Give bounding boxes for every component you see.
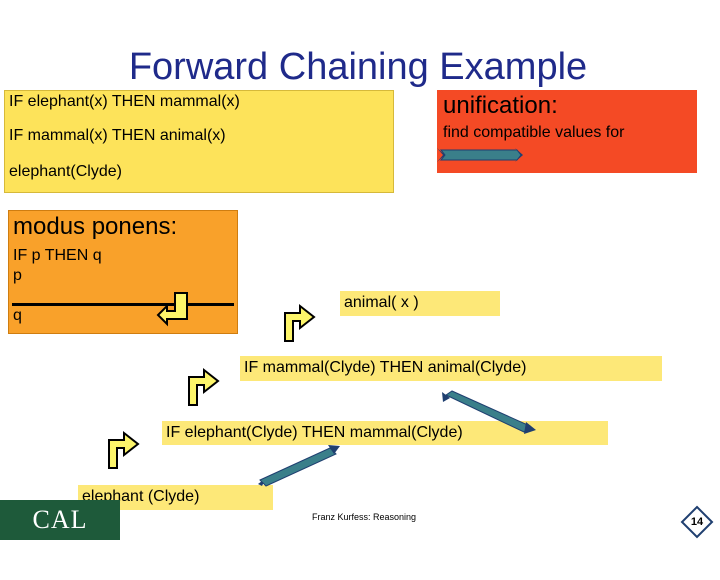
page-number: 14 bbox=[690, 516, 704, 528]
modus-ponens-premise: IF p THEN q bbox=[13, 247, 102, 264]
rules-box: IF elephant(x) THEN mammal(x) IF mammal(… bbox=[4, 90, 394, 193]
bent-arrow-icon bbox=[284, 303, 316, 342]
modus-ponens-rule-line bbox=[12, 303, 234, 306]
modus-ponens-conclusion: q bbox=[13, 307, 22, 324]
modus-ponens-fact: p bbox=[13, 267, 22, 284]
slide-title: Forward Chaining Example bbox=[128, 46, 588, 88]
modus-ponens-title: modus ponens: bbox=[13, 213, 178, 240]
unification-box: unification: find compatible values for bbox=[437, 90, 697, 173]
page-number-badge: 14 bbox=[680, 505, 714, 539]
unification-link-icon bbox=[442, 390, 536, 434]
modus-ponens-box: modus ponens: IF p THEN q p q bbox=[8, 210, 238, 334]
page-badge-icon bbox=[680, 505, 714, 539]
cal-poly-logo: CAL POLY bbox=[0, 500, 120, 574]
step-fact-elephant-clyde: elephant (Clyde) bbox=[78, 485, 273, 510]
step-rule-elephant-clyde: IF elephant(Clyde) THEN mammal(Clyde) bbox=[162, 421, 608, 445]
unification-text: find compatible values for bbox=[443, 124, 625, 141]
footer-text: Franz Kurfess: Reasoning bbox=[312, 512, 417, 522]
step-animal-x: animal( x ) bbox=[340, 291, 500, 316]
fact-elephant-clyde: elephant(Clyde) bbox=[9, 163, 122, 180]
rule-elephant-mammal: IF elephant(x) THEN mammal(x) bbox=[9, 93, 240, 110]
unification-link-icon bbox=[258, 445, 340, 487]
return-arrow-icon bbox=[156, 292, 188, 327]
bent-arrow-icon bbox=[188, 367, 220, 406]
bent-arrow-icon bbox=[108, 430, 140, 469]
step-rule-mammal-clyde: IF mammal(Clyde) THEN animal(Clyde) bbox=[240, 356, 662, 381]
unification-connector-icon bbox=[437, 148, 523, 162]
unification-title: unification: bbox=[443, 92, 558, 119]
rule-mammal-animal: IF mammal(x) THEN animal(x) bbox=[9, 127, 226, 144]
